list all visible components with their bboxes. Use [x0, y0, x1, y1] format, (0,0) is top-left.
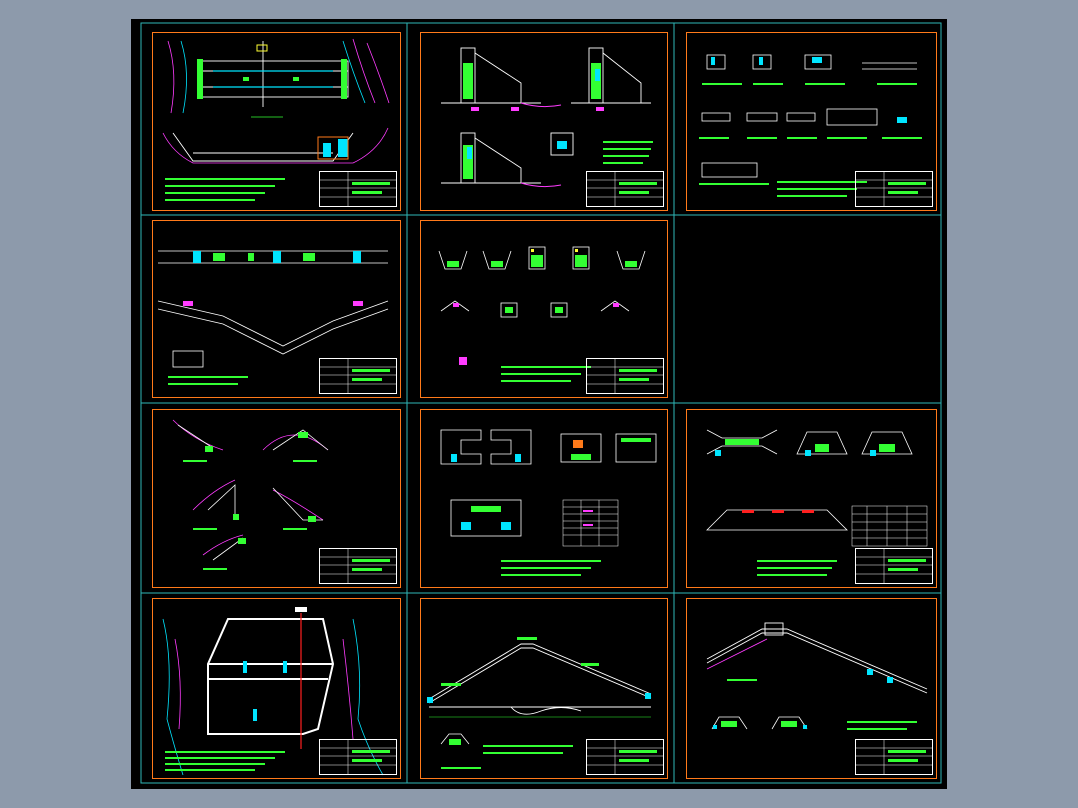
drawing-canvas	[131, 19, 947, 789]
sheet-11[interactable]	[420, 598, 668, 779]
sheet-1-title-block	[319, 171, 397, 207]
sheet-2-drawing	[441, 47, 653, 188]
sheet-10[interactable]	[152, 598, 401, 779]
sheet-10-drawing	[162, 607, 384, 776]
sheet-4-title-block	[319, 358, 397, 394]
sheet-11-title-block	[586, 739, 664, 775]
sheet-9[interactable]	[686, 409, 937, 588]
sheet-1[interactable]	[152, 32, 401, 211]
section-highlight	[317, 136, 349, 160]
sheet-2-title-block	[586, 171, 664, 207]
layout-grid	[140, 22, 942, 784]
sheet-7[interactable]	[152, 409, 401, 588]
sheet-3-title-block	[855, 171, 933, 207]
sheet-5-title-block	[586, 358, 664, 394]
sheet-5-drawing	[438, 246, 646, 382]
sheet-7-title-block	[319, 548, 397, 584]
sheet-3-drawing	[699, 54, 922, 197]
sheet-12-title-block	[855, 739, 933, 775]
sheet-9-title-block	[855, 548, 933, 584]
sheet-12-drawing	[706, 622, 928, 730]
sheet-12[interactable]	[686, 598, 937, 779]
sheet-4[interactable]	[152, 220, 401, 398]
sheet-2[interactable]	[420, 32, 668, 211]
sheet-8[interactable]	[420, 409, 668, 588]
sheet-10-title-block	[319, 739, 397, 775]
sheet-8-drawing	[440, 429, 657, 576]
sheet-1-drawing	[162, 38, 390, 201]
sheet-3[interactable]	[686, 32, 937, 211]
sheet-7-drawing	[172, 419, 329, 570]
sheet-5[interactable]	[420, 220, 668, 398]
sheet-9-drawing	[706, 429, 928, 576]
sheet-11-drawing	[427, 637, 652, 769]
sheet-4-drawing	[157, 250, 389, 385]
gate-marker	[256, 44, 268, 52]
